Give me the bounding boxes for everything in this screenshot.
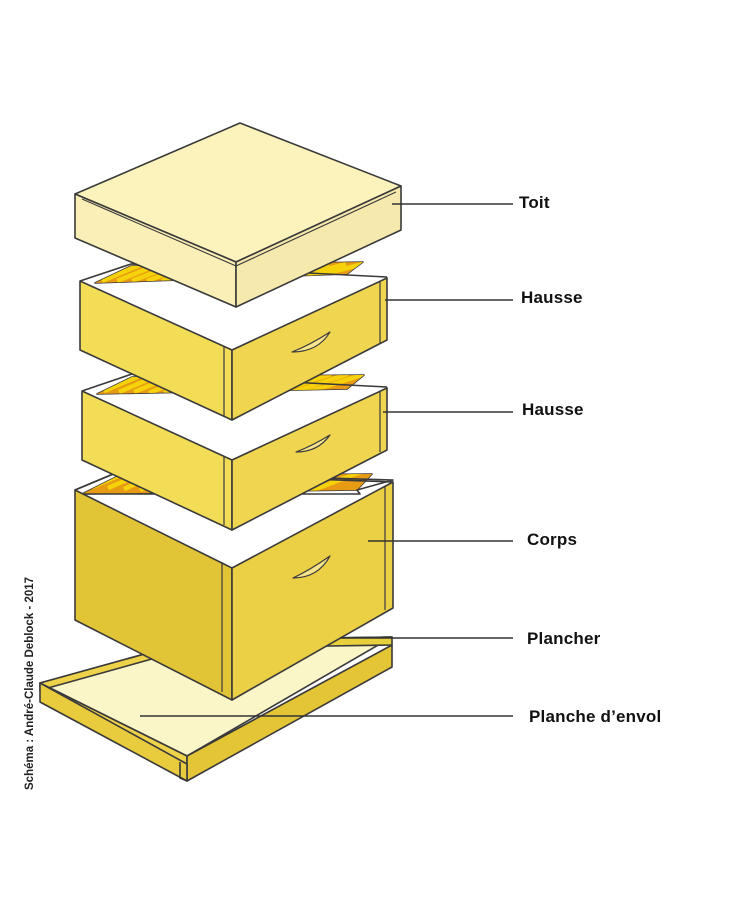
label-hausse-1: Hausse [521, 288, 583, 307]
label-hausse-2: Hausse [522, 400, 584, 419]
label-toit: Toit [519, 193, 550, 212]
roof [74, 122, 402, 308]
author-credit: Schéma : André-Claude Deblock - 2017 [24, 576, 36, 790]
leader-lines [140, 203, 513, 717]
label-corps: Corps [527, 530, 578, 549]
label-plancher: Plancher [527, 629, 601, 648]
bottom-board [39, 636, 393, 782]
label-planche-envol: Planche d’envol [529, 707, 662, 726]
